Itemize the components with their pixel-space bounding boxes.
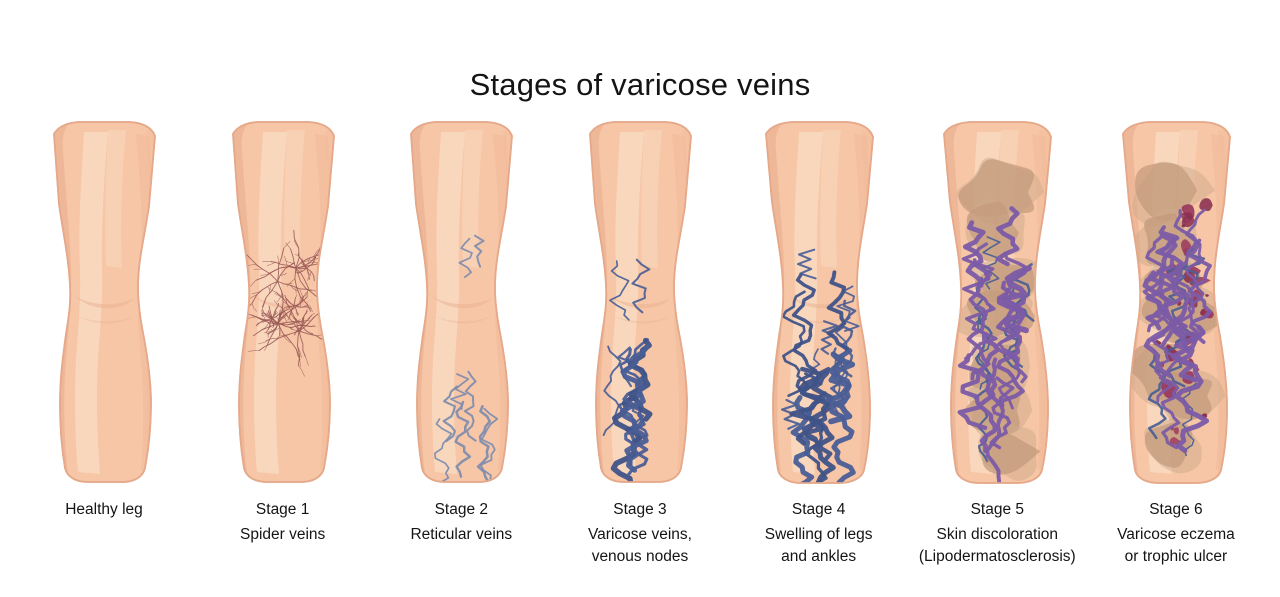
caption-title: Stage 1 bbox=[255, 501, 310, 518]
leg-outline bbox=[589, 121, 692, 483]
caption-subtitle: Spider veins bbox=[240, 524, 325, 546]
leg-outline bbox=[1122, 121, 1231, 484]
caption-subtitle-line: and ankles bbox=[781, 548, 857, 565]
caption-stage-1: Stage 1 Spider veins bbox=[240, 499, 325, 546]
caption-subtitle: Swelling of legs and ankles bbox=[765, 524, 873, 568]
varicose-veins bbox=[610, 337, 653, 482]
caption-subtitle-line: Varicose eczema bbox=[1117, 526, 1235, 543]
leg-inner-layers bbox=[945, 122, 1052, 483]
caption-title: Stage 4 bbox=[791, 501, 846, 518]
stage-column-stage-2: Stage 2 Reticular veins bbox=[375, 120, 547, 546]
leg-outline bbox=[943, 121, 1053, 484]
leg-illustration-stage-4 bbox=[733, 120, 905, 485]
caption-stage-4: Stage 4 Swelling of legs and ankles bbox=[765, 499, 873, 568]
caption-subtitle-line: Reticular veins bbox=[410, 526, 513, 543]
purple-varicose-veins bbox=[957, 206, 1033, 483]
caption-subtitle-line: Skin discoloration bbox=[936, 526, 1059, 543]
page-title: Stages of varicose veins bbox=[469, 66, 811, 102]
leg-outline bbox=[764, 121, 874, 484]
leg-outline bbox=[53, 121, 156, 483]
caption-title: Stage 2 bbox=[434, 501, 489, 518]
leg-illustration-healthy-leg bbox=[18, 120, 190, 485]
caption-title: Stage 6 bbox=[1149, 501, 1203, 518]
caption-subtitle-line: Swelling of legs bbox=[764, 526, 873, 543]
purple-varicose-veins bbox=[1142, 208, 1212, 454]
caption-subtitle: Skin discoloration (Lipodermatosclerosis) bbox=[919, 524, 1076, 568]
caption-subtitle: Reticular veins bbox=[410, 524, 512, 546]
stage-column-stage-6: Stage 6 Varicose eczema or trophic ulcer bbox=[1090, 120, 1262, 568]
caption-subtitle: Varicose eczema or trophic ulcer bbox=[1117, 524, 1235, 568]
caption-title: Stage 3 bbox=[613, 501, 667, 518]
leg-outline bbox=[231, 121, 335, 483]
leg-illustration-stage-3 bbox=[554, 120, 726, 485]
caption-subtitle: Varicose veins, venous nodes bbox=[588, 524, 692, 568]
caption-healthy-leg: Healthy leg bbox=[65, 499, 143, 521]
caption-title: Healthy leg bbox=[65, 501, 143, 518]
spider-veins bbox=[242, 229, 334, 377]
leg-illustration-stage-5 bbox=[911, 120, 1083, 485]
leg-inner-layers bbox=[1123, 122, 1230, 478]
caption-subtitle-line: Varicose veins, bbox=[587, 526, 692, 543]
caption-stage-6: Stage 6 Varicose eczema or trophic ulcer bbox=[1117, 499, 1235, 568]
leg-illustration-stage-1 bbox=[197, 120, 369, 485]
stage-column-stage-5: Stage 5 Skin discoloration (Lipodermatoscl… bbox=[911, 120, 1083, 568]
caption-subtitle-line: or trophic ulcer bbox=[1124, 548, 1228, 565]
caption-title: Stage 5 bbox=[970, 501, 1024, 518]
caption-stage-3: Stage 3 Varicose veins, venous nodes bbox=[588, 499, 692, 568]
leg-outline bbox=[410, 121, 514, 483]
caption-stage-2: Stage 2 Reticular veins bbox=[410, 499, 512, 546]
varicose-veins bbox=[781, 270, 856, 483]
leg-illustration-stage-2 bbox=[375, 120, 547, 485]
caption-subtitle-line: (Lipodermatosclerosis) bbox=[918, 548, 1076, 565]
stage-column-healthy-leg: Healthy leg bbox=[18, 120, 190, 521]
stage-column-stage-4: Stage 4 Swelling of legs and ankles bbox=[733, 120, 905, 568]
stage-strip: Healthy leg Stage 1 Spider veins Stage 2 Ret… bbox=[0, 120, 1280, 590]
stage-column-stage-3: Stage 3 Varicose veins, venous nodes bbox=[554, 120, 726, 568]
reticular-veins bbox=[432, 234, 499, 482]
leg-illustration-stage-6 bbox=[1090, 120, 1262, 485]
stage-column-stage-1: Stage 1 Spider veins bbox=[197, 120, 369, 546]
caption-stage-5: Stage 5 Skin discoloration (Lipodermatoscl… bbox=[919, 499, 1076, 568]
caption-subtitle-line: venous nodes bbox=[591, 548, 689, 565]
caption-subtitle-line: Spider veins bbox=[240, 526, 326, 543]
